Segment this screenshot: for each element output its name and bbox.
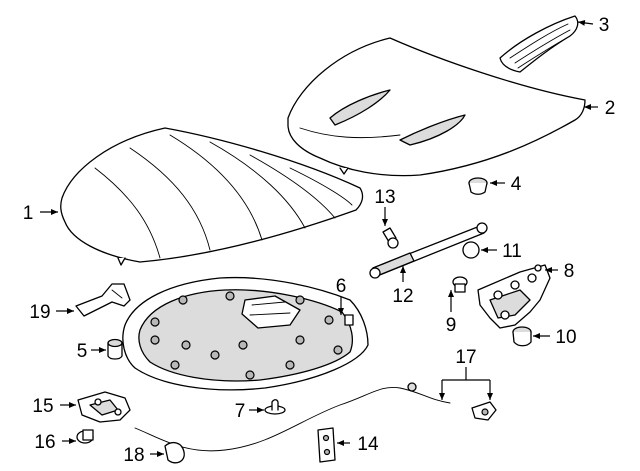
callout-1: 1: [23, 203, 34, 224]
callout-4: 4: [511, 174, 522, 195]
bumper: [512, 326, 532, 347]
callout-19: 19: [29, 302, 50, 323]
ball-stud: [382, 227, 399, 249]
callout-15: 15: [32, 396, 53, 417]
callout-3: 3: [599, 15, 610, 36]
leader-3: [577, 19, 594, 26]
release-handle: [164, 441, 185, 464]
callout-6: 6: [336, 276, 347, 297]
callout-16: 16: [34, 432, 55, 453]
leader-lines: [40, 19, 598, 457]
bracket: [317, 427, 336, 463]
retainer-clip: [264, 399, 286, 415]
callout-12: 12: [392, 286, 413, 307]
prop-guide: [75, 283, 131, 317]
latch-bolt: [76, 429, 94, 444]
hood-hinge: [477, 264, 551, 329]
hood-vent: [499, 15, 579, 73]
callout-14: 14: [357, 434, 379, 455]
callout-11: 11: [502, 241, 522, 262]
lift-support: [369, 222, 488, 279]
hood-panel: [287, 37, 586, 177]
callout-18: 18: [123, 445, 144, 466]
callout-9: 9: [446, 315, 457, 336]
callout-labels: 1 2 3 4 5 6 7 8 9 10 11 12 13 14 15 16 1…: [23, 15, 616, 466]
bolt: [452, 276, 468, 293]
plug: [107, 338, 123, 360]
callout-13: 13: [374, 187, 395, 208]
hood-latch: [77, 391, 131, 423]
callout-5: 5: [77, 341, 88, 362]
underhood-insulator: [122, 276, 369, 391]
callout-2: 2: [605, 98, 616, 119]
callout-17: 17: [455, 347, 476, 368]
hood-bumper: [468, 177, 488, 195]
callout-7: 7: [235, 401, 246, 422]
callout-10: 10: [555, 327, 576, 348]
hood-insulator: [60, 127, 364, 266]
callout-8: 8: [564, 261, 575, 282]
cap: [462, 241, 480, 259]
